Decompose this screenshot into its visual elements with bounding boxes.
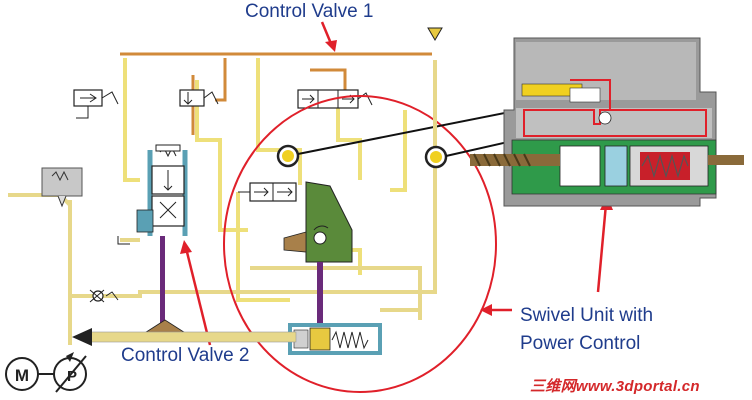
piston-rod-center [317, 262, 323, 324]
pump-line [72, 328, 297, 346]
control-valve-2-label: Control Valve 2 [121, 345, 250, 366]
watermark: 三维网www.3dportal.cn [530, 378, 700, 395]
check-valve [89, 289, 119, 303]
motor-symbol: M [5, 357, 54, 391]
small-valve-left [73, 89, 119, 119]
pointer-targets [276, 144, 448, 169]
swivel-unit-label: Swivel Unit with Power Control [520, 302, 653, 358]
swivel-unit-highlight-circle [223, 95, 497, 393]
motor-symbol-text: M [15, 366, 29, 385]
control-valve-2 [117, 144, 188, 245]
swivel-unit-arrow [480, 196, 613, 316]
pressure-regulator [41, 167, 83, 208]
pilot-lines [120, 52, 432, 135]
small-valve-middle [179, 89, 219, 107]
control-valve-1-symbol [297, 89, 373, 109]
control-valve-2-arrow [180, 240, 212, 346]
swivel-unit-label-line1: Swivel Unit with [520, 305, 654, 326]
swivel-control-valve [238, 182, 297, 202]
pump-symbol-text: P [67, 368, 77, 385]
swivel-cylinder [288, 323, 382, 355]
control-valve-1-arrow [320, 21, 337, 52]
swivel-unit-label-line2: Power Control [520, 333, 641, 354]
swivel-plate [283, 181, 353, 263]
control-valve-1-label: Control Valve 1 [245, 1, 374, 22]
tank-symbol [427, 27, 443, 41]
swivel-unit-cutaway [470, 37, 744, 207]
pump-symbol: P [53, 352, 87, 393]
